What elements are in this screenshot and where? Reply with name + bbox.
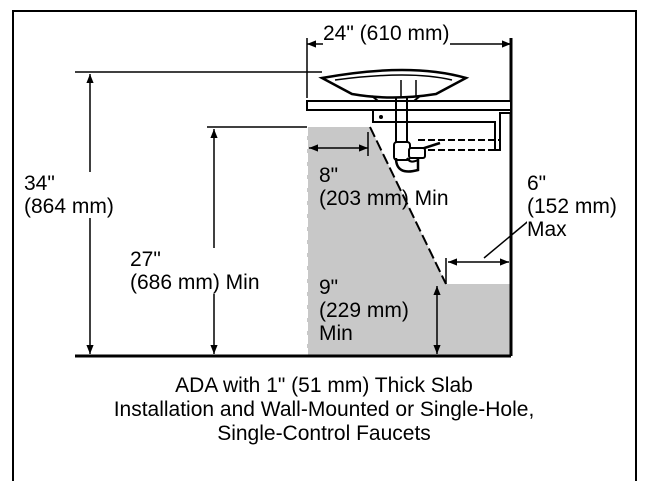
diagram-frame [12, 10, 637, 481]
caption-line: Single-Control Faucets [217, 422, 431, 445]
label-rim-height: 34" (864 mm) [24, 172, 114, 218]
label-knee-height: 27" (686 mm) Min [130, 248, 260, 294]
p-trap [394, 141, 441, 173]
label-knee-depth: 8" (203 mm) Min [319, 164, 449, 210]
caption-line: Installation and Wall-Mounted or Single-… [113, 398, 535, 421]
leader-pipe-clearance [483, 217, 533, 259]
clearance-area [307, 127, 511, 356]
label-basin-width: 24" (610 mm) [323, 22, 450, 45]
basin [318, 68, 470, 99]
countertop [306, 100, 512, 111]
caption-line: ADA with 1" (51 mm) Thick Slab [175, 374, 473, 397]
diagram-caption: ADA with 1" (51 mm) Thick Slab Installat… [20, 374, 628, 446]
label-pipe-clearance: 6" (152 mm) Max [527, 172, 617, 241]
label-toe-height: 9" (229 mm) Min [319, 276, 409, 345]
knee-slope-dashed [369, 126, 447, 285]
